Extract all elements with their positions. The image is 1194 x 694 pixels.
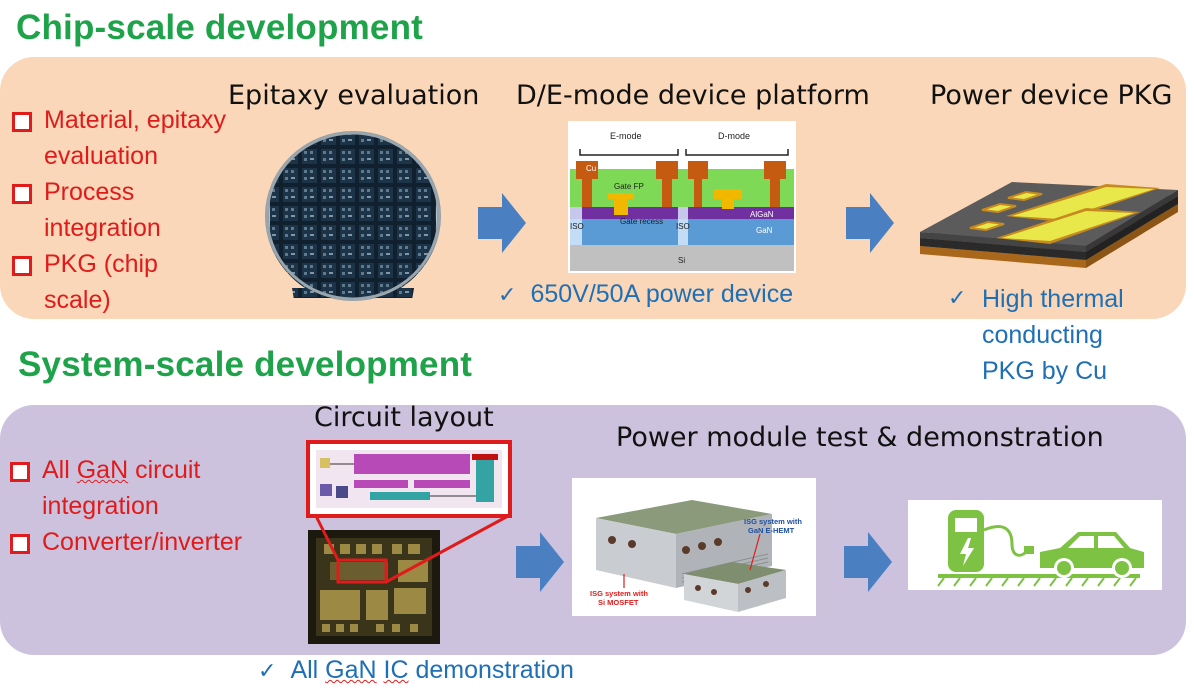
- chip-bullet-process: Process integration: [10, 174, 270, 246]
- gan-label: GaN: [756, 226, 773, 235]
- chip-section-title: Chip-scale development: [16, 8, 424, 47]
- right-arrow-icon: [846, 193, 894, 253]
- step-title-epitaxy: Epitaxy evaluation: [228, 80, 480, 111]
- gan-module-label: ISG system with: [744, 517, 802, 526]
- e-mode-label: E-mode: [610, 131, 642, 141]
- check-mark-icon: ✓: [498, 283, 517, 308]
- d-mode-label: D-mode: [718, 131, 750, 141]
- power-module-photo: ISG system with GaN E-HEMT ISG system wi…: [572, 478, 816, 616]
- system-bullet-list: All GaN circuit integration Converter/in…: [8, 452, 298, 560]
- wafer-photo: [265, 131, 441, 301]
- circuit-note: ✓All GaN IC demonstration: [258, 656, 574, 684]
- bullet-text: PKG (chip: [44, 250, 158, 278]
- bullet-text: All GaN circuit: [42, 456, 201, 484]
- ev-charging-icon: [908, 500, 1162, 590]
- check-mark-icon: ✓: [948, 286, 967, 311]
- si-module-label: Si MOSFET: [598, 598, 639, 607]
- bullet-text: integration: [42, 492, 159, 520]
- si-label: Si: [678, 256, 685, 265]
- note-text: conducting: [982, 321, 1103, 349]
- step-title-pkg: Power device PKG: [930, 80, 1173, 111]
- pkg-note: ✓ High thermal conducting PKG by Cu: [948, 281, 1178, 389]
- check-mark-icon: ✓: [258, 659, 277, 684]
- circuit-layout-image: [306, 440, 512, 644]
- note-text: PKG by Cu: [982, 357, 1108, 385]
- chip-bullet-material: Material, epitaxy evaluation: [10, 102, 270, 174]
- bullet-text: Material, epitaxy: [44, 106, 227, 134]
- power-pkg-illustration: [920, 182, 1178, 268]
- gate-fp-label: Gate FP: [614, 182, 644, 191]
- bullet-text: integration: [44, 214, 161, 242]
- iso-right-label: ISO: [676, 222, 690, 231]
- iso-left-label: ISO: [570, 222, 584, 231]
- system-bullet-converter: Converter/inverter: [8, 524, 298, 560]
- chip-bullet-pkg: PKG (chip scale): [10, 246, 270, 318]
- algan-label: AlGaN: [750, 210, 774, 219]
- note-text: High thermal: [982, 285, 1124, 313]
- system-section-title: System-scale development: [18, 345, 473, 384]
- device-cross-section-diagram: E-mode D-mode Cu Gate FP Gate recess ISO…: [568, 121, 796, 273]
- right-arrow-icon: [844, 532, 892, 592]
- step-title-power-module: Power module test & demonstration: [616, 422, 1104, 453]
- right-arrow-icon: [516, 532, 564, 592]
- note-text: 650V/50A power device: [530, 280, 794, 308]
- bullet-text: scale): [44, 286, 111, 314]
- bullet-text: Converter/inverter: [42, 528, 243, 556]
- gate-recess-label: Gate recess: [620, 217, 663, 226]
- chip-bullet-list: Material, epitaxy evaluation Process int…: [10, 102, 270, 318]
- bullet-text: Process: [44, 178, 135, 206]
- system-bullet-circuit: All GaN circuit integration: [8, 452, 298, 524]
- step-title-circuit-layout: Circuit layout: [314, 402, 494, 433]
- right-arrow-icon: [478, 193, 526, 253]
- si-module-label: ISG system with: [590, 589, 648, 598]
- cu-label: Cu: [586, 164, 596, 173]
- device-platform-note: ✓ 650V/50A power device: [498, 276, 793, 314]
- gan-module-label: GaN E-HEMT: [748, 526, 795, 535]
- bullet-text: evaluation: [44, 142, 158, 170]
- step-title-device-platform: D/E-mode device platform: [516, 80, 870, 111]
